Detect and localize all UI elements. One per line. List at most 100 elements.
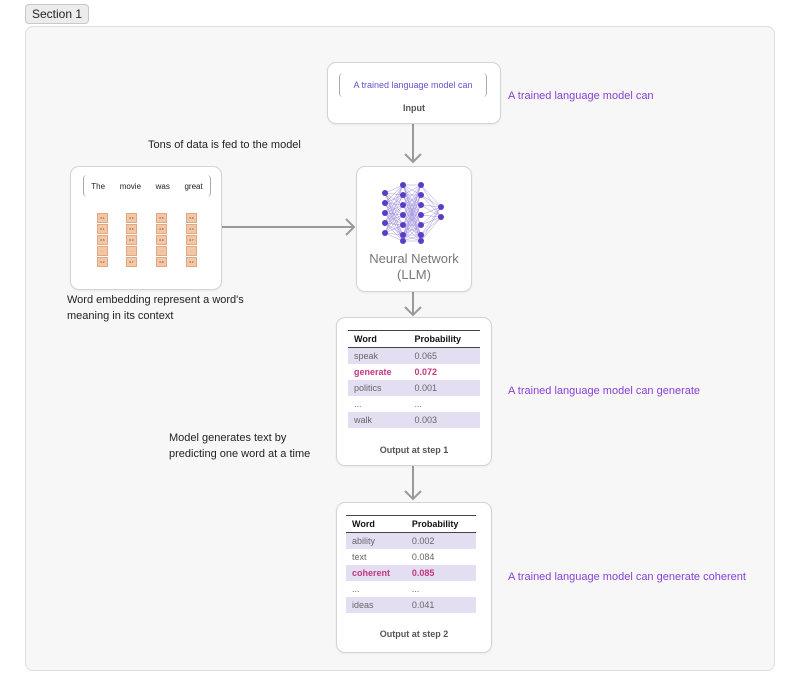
embedding-cell: 0.6 bbox=[97, 235, 108, 245]
network-edge bbox=[384, 232, 404, 242]
embedding-vector: 0.1 0.1 0.6 ... 0.2 bbox=[97, 213, 108, 268]
network-edge bbox=[402, 194, 422, 242]
embedding-vector: 0.3 0.6 0.3 ... 0.7 bbox=[126, 213, 137, 268]
embedding-vector: 0.5 0.8 0.9 ... 0.8 bbox=[156, 213, 167, 268]
embedding-word: The bbox=[91, 181, 106, 191]
network-edge bbox=[384, 184, 404, 204]
note-embedding-line2: meaning in its context bbox=[67, 310, 174, 322]
step2-prob: 0.041 bbox=[405, 597, 476, 613]
note-generates-line1: Model generates text by bbox=[169, 432, 287, 444]
network-node bbox=[400, 222, 406, 228]
network-node bbox=[400, 238, 406, 244]
note-embedding-line1: Word embedding represent a word's bbox=[67, 294, 244, 306]
network-node bbox=[382, 230, 388, 236]
embedding-word: movie bbox=[119, 181, 142, 191]
step2-word: ability bbox=[346, 532, 406, 549]
embedding-card: The movie was great 0.1 0.1 0.6 ... 0.2 … bbox=[70, 166, 222, 290]
network-node bbox=[418, 212, 424, 218]
network-edge bbox=[420, 206, 442, 236]
embedding-cell: 0.8 bbox=[156, 224, 167, 234]
network-node bbox=[418, 202, 424, 208]
network-edge bbox=[384, 222, 404, 242]
embedding-cell: 0.7 bbox=[186, 235, 197, 245]
network-edge bbox=[402, 204, 422, 236]
network-edge bbox=[420, 194, 442, 208]
embedding-cell: 0.6 bbox=[126, 224, 137, 234]
network-edge bbox=[384, 224, 404, 234]
network-label-line2: (LLM) bbox=[397, 267, 431, 282]
label-step1-sentence: A trained language model can generate bbox=[508, 385, 701, 397]
step2-word: coherent bbox=[346, 565, 406, 581]
network-edge bbox=[384, 184, 404, 214]
network-node bbox=[400, 182, 406, 188]
step2-word: ... bbox=[352, 584, 360, 594]
embedding-cell: 0.1 bbox=[97, 224, 108, 234]
embedding-cell: 0.3 bbox=[126, 235, 137, 245]
network-node bbox=[400, 232, 406, 238]
network-node bbox=[400, 202, 406, 208]
embedding-cell: ... bbox=[97, 246, 108, 256]
embedding-cell: 0.8 bbox=[156, 257, 167, 267]
section-tab[interactable]: Section 1 bbox=[25, 4, 90, 24]
network-edge bbox=[384, 214, 404, 234]
embedding-word: great bbox=[184, 181, 203, 191]
network-edge bbox=[384, 184, 404, 234]
table-row-selected: generate 0.072 bbox=[348, 364, 480, 380]
step2-header-word: Word bbox=[346, 515, 406, 533]
network-edge bbox=[420, 204, 442, 208]
network-node bbox=[418, 182, 424, 188]
step1-word: generate bbox=[354, 367, 392, 377]
table-row: ...... bbox=[346, 581, 476, 597]
step1-word: politics bbox=[348, 380, 409, 396]
input-prompt: A trained language model can bbox=[339, 73, 487, 97]
network-edge bbox=[384, 212, 404, 242]
network-edge bbox=[420, 216, 442, 242]
embedding-cell: ... bbox=[156, 246, 167, 256]
embedding-words: The movie was great bbox=[83, 175, 211, 197]
network-edge bbox=[420, 206, 442, 216]
embedding-cell: 0.7 bbox=[126, 257, 137, 267]
network-edge bbox=[402, 224, 422, 242]
network-node bbox=[418, 192, 424, 198]
network-node bbox=[400, 192, 406, 198]
embedding-cell: 0.2 bbox=[186, 224, 197, 234]
network-node bbox=[418, 238, 424, 244]
step1-caption: Output at step 1 bbox=[379, 445, 449, 455]
network-edge bbox=[384, 232, 404, 236]
label-step2-sentence: A trained language model can generate co… bbox=[508, 571, 746, 583]
step2-caption: Output at step 2 bbox=[379, 629, 449, 639]
embedding-cell: 0.2 bbox=[97, 257, 108, 267]
step2-prob: 0.085 bbox=[405, 565, 476, 581]
embedding-cell: 0.1 bbox=[97, 213, 108, 223]
embedding-vector: 0.9 0.2 0.7 ... 0.2 bbox=[186, 213, 197, 268]
network-edge bbox=[402, 184, 422, 226]
step1-header-prob: Probability bbox=[408, 330, 480, 348]
embedding-cell: 0.3 bbox=[126, 213, 137, 223]
input-card: A trained language model can Input bbox=[327, 62, 501, 124]
network-node bbox=[438, 214, 444, 220]
network-edge bbox=[402, 214, 422, 242]
step1-header-word: Word bbox=[348, 330, 409, 348]
network-edge bbox=[384, 184, 404, 194]
network-node bbox=[382, 220, 388, 226]
step1-word: ... bbox=[354, 399, 362, 409]
embedding-cell: 0.9 bbox=[156, 235, 167, 245]
step1-word: speak bbox=[348, 347, 409, 364]
network-edge bbox=[420, 216, 442, 236]
neural-network-card: Neural Network (LLM) bbox=[356, 166, 472, 292]
step1-prob: 0.072 bbox=[414, 367, 438, 377]
embedding-cell: 0.9 bbox=[186, 213, 197, 223]
network-edge bbox=[402, 184, 422, 236]
network-node bbox=[382, 210, 388, 216]
step2-word: text bbox=[352, 552, 367, 562]
